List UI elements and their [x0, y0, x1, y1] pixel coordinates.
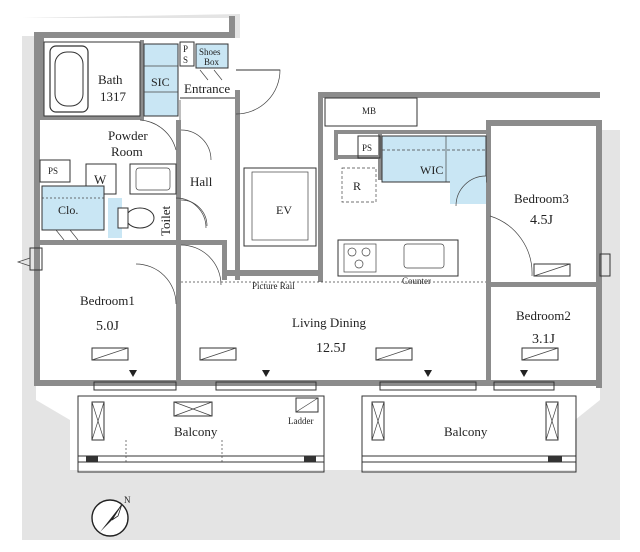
toilet-room: Toilet: [108, 197, 207, 238]
compass-north-label: N: [124, 495, 131, 505]
ps-top: P S: [179, 41, 195, 67]
powder-room-label-1: Powder: [108, 128, 148, 143]
balcony-right: Balcony: [361, 395, 577, 473]
bath-size-label: 1317: [100, 89, 127, 104]
bedroom2: Bedroom2 3.1J: [516, 308, 571, 361]
shoes-box: Shoes Box: [195, 43, 229, 81]
living-dining-label: Living Dining: [292, 315, 367, 330]
bedroom1: Bedroom1 5.0J: [16, 247, 177, 361]
closet-label: Clo.: [58, 203, 78, 217]
ps-kitchen-label: PS: [362, 143, 372, 153]
powder-room-label-2: Room: [111, 144, 143, 159]
stove-icon: [343, 243, 377, 273]
window-markers: [93, 370, 555, 391]
hall-label: Hall: [190, 174, 213, 189]
living-dining-size-label: 12.5J: [316, 341, 347, 356]
bedroom2-size-label: 3.1J: [532, 332, 556, 347]
entrance: Entrance: [179, 69, 281, 120]
bathtub-icon: [49, 45, 89, 113]
powder-room: Powder Room W PS: [39, 119, 177, 195]
picture-rail-label: Picture Rail: [252, 281, 295, 291]
exterior-band: [22, 14, 620, 540]
toilet-label: Toilet: [158, 205, 173, 236]
entrance-label: Entrance: [184, 81, 230, 96]
balcony-left-label: Balcony: [174, 424, 218, 439]
shoes-box-label-2: Box: [204, 57, 220, 67]
shoes-box-label-1: Shoes: [199, 47, 221, 57]
living-dining: Living Dining 12.5J: [199, 315, 413, 361]
closet: Clo.: [41, 185, 105, 241]
wic-area: PS WIC: [357, 135, 487, 207]
north-compass-icon: N: [91, 495, 131, 537]
bedroom3-size-label: 4.5J: [530, 213, 554, 228]
sink-counter-icon: [129, 163, 177, 195]
mb-label: MB: [362, 106, 376, 116]
sic-closet: SIC: [143, 43, 179, 117]
balcony-right-label: Balcony: [444, 424, 488, 439]
walls: [34, 16, 602, 388]
bath-label: Bath: [98, 72, 123, 87]
ps-top-p-label: P: [183, 44, 188, 54]
wic-label: WIC: [420, 163, 443, 177]
ev-label: EV: [276, 203, 292, 217]
washer-label: W: [94, 172, 107, 187]
counter-label: Counter: [402, 276, 431, 286]
elevator-shaft: EV: [243, 167, 317, 247]
bedroom1-label: Bedroom1: [80, 293, 135, 308]
mb-box: MB: [324, 97, 418, 127]
bedroom2-label: Bedroom2: [516, 308, 571, 323]
kitchen: R Counter: [337, 167, 459, 286]
hall: Hall: [180, 129, 222, 286]
balcony-left: Ladder Balcony: [77, 395, 325, 473]
bath-room: Bath 1317: [43, 41, 141, 117]
bedroom3: Bedroom3 4.5J: [489, 191, 611, 277]
bedroom1-size-label: 5.0J: [96, 319, 120, 334]
sic-label: SIC: [151, 75, 170, 89]
refrigerator-label: R: [353, 179, 361, 193]
ladder-label: Ladder: [288, 416, 313, 426]
ps-left-label: PS: [48, 166, 58, 176]
entrance-door-swing: [235, 69, 281, 115]
kitchen-sink-icon: [403, 243, 445, 269]
bedroom3-label: Bedroom3: [514, 191, 569, 206]
ps-top-s-label: S: [183, 55, 188, 65]
toilet-icon: [117, 207, 155, 229]
